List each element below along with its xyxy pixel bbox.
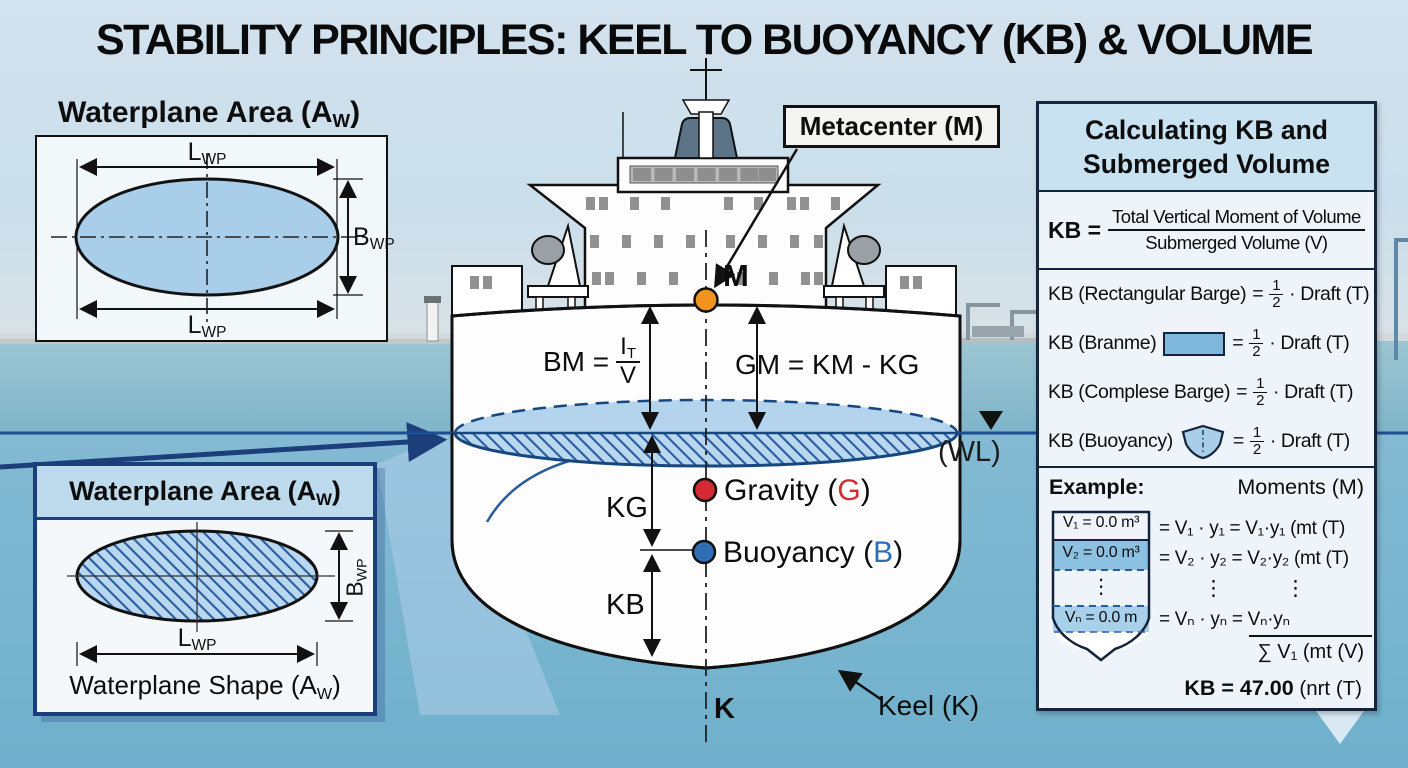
mast-top (681, 99, 731, 115)
lighthouse (424, 296, 441, 342)
ship-superstructure (451, 58, 957, 318)
metacenter-callout: Metacenter (M) (783, 105, 1000, 148)
hull-layer-v2: V₂ = 0.0 m³ (1062, 544, 1140, 561)
davit-left (527, 222, 589, 314)
hull-layer-dots: ⋮ (1091, 576, 1111, 598)
buoyancy-label: Buoyancy (B) (723, 536, 904, 569)
moments-header: Moments (M) (1237, 475, 1364, 499)
waterplane-area-box-bottom: Waterplane Area (AW) (33, 462, 377, 716)
calculating-kb-panel: Calculating KB and Submerged Volume KB =… (1036, 101, 1377, 711)
k-point-label: K (714, 693, 735, 725)
sum-line: ∑ V₁ (mt (V) (1257, 641, 1364, 663)
m-point-label: M (723, 258, 749, 293)
moment-row-2: = V₂ · y₂ = V₂·y₂ (mt (T) (1159, 548, 1349, 569)
waterplane-bottom-title: Waterplane Area (AW) (37, 466, 373, 520)
example-section: Example: Moments (M) V₁ = 0.0 m³ V₂ = 0.… (1039, 468, 1374, 708)
wl-label: (WL) (938, 436, 1001, 468)
lwp-bottom-label: LWP (187, 311, 227, 342)
moment-dots-1: ⋮ (1203, 577, 1224, 600)
metacenter-point (693, 287, 719, 313)
kb-result: KB = 47.00 (nrt (T) (1184, 676, 1362, 700)
panel-chevron-icon (1316, 711, 1364, 744)
windows (470, 197, 922, 289)
kg-label: KG (606, 492, 648, 524)
distant-ship (972, 326, 1024, 337)
sum-divider (1249, 635, 1372, 637)
waterplane-area-box-top: LWP LWP BWP (35, 135, 395, 342)
bwp-label: BWP (353, 223, 395, 254)
kb-label: KB (606, 589, 645, 621)
barge-rect-icon (1163, 331, 1226, 356)
gravity-point (692, 477, 718, 503)
moment-dots-2: ⋮ (1285, 577, 1306, 600)
metacenter-callout-arrow (714, 148, 799, 289)
example-body: V₁ = 0.0 m³ V₂ = 0.0 m³ ⋮ Vₙ = 0.0 m = V… (1047, 504, 1372, 708)
moment-row-n: = Vₙ · yₙ = Vₙ·yₙ (1159, 609, 1290, 630)
moment-row-1: = V₁ · y₁ = V₁·y₁ (mt (T) (1159, 518, 1345, 539)
keel-callout-arrow (837, 669, 883, 702)
waterplane-top-title: Waterplane Area (AW) (58, 96, 361, 132)
gravity-label: Gravity (G) (724, 474, 871, 507)
keel-label: Keel (K) (878, 690, 980, 721)
hull-layer-v1: V₁ = 0.0 m³ (1062, 514, 1140, 531)
dimension-arrows (640, 148, 883, 702)
waterplane-shape-caption: Waterplane Shape (AW) (69, 670, 341, 703)
hull-section-icon (1181, 424, 1225, 459)
wl-marker-icon (979, 411, 1003, 430)
layered-hull-icon (1051, 510, 1151, 662)
panel-title: Calculating KB and Submerged Volume (1039, 104, 1374, 192)
lwp-label-bottom: LWP (177, 624, 217, 655)
davit-right (823, 222, 885, 314)
gm-formula: GM = KM - KG (735, 349, 920, 380)
page-title: STABILITY PRINCIPLES: KEEL TO BUOYANCY (… (95, 16, 1314, 64)
hull-layer-vn: Vₙ = 0.0 m (1064, 609, 1138, 626)
waterplane-top-drawing (51, 153, 367, 323)
buoyancy-point (691, 539, 717, 565)
bwp-label-bottom: BWP (341, 558, 371, 597)
example-header: Example: (1049, 475, 1145, 499)
lwp-top-label: LWP (187, 138, 227, 169)
waterplane-bottom-drawing: BWP LWP Waterplane Shape (AW) (37, 520, 373, 712)
far-right-crane (1394, 238, 1408, 360)
